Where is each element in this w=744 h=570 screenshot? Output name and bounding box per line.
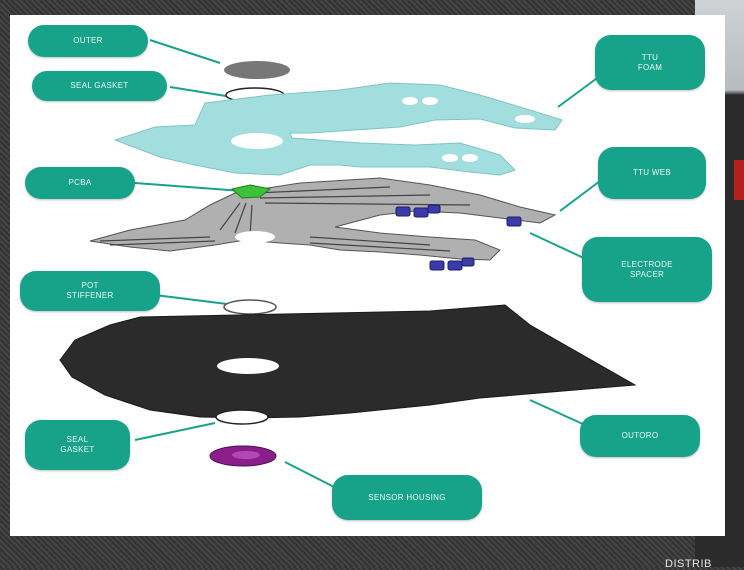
- pcba-board: [230, 184, 272, 199]
- leader-outoro: [529, 399, 586, 426]
- electrode-spacers: [395, 204, 522, 271]
- seal-gasket-bottom: [215, 409, 269, 425]
- leader-pot-stiffener: [154, 294, 236, 306]
- callout-outer: OUTER: [28, 25, 148, 57]
- base-hole: [217, 358, 279, 374]
- base-sheet: [59, 304, 637, 419]
- footer-label: DISTRIB: [665, 558, 712, 570]
- outer-cap: [224, 61, 290, 79]
- leader-pcba: [134, 182, 243, 192]
- callout-seal-gasket-top: SEAL GASKET: [32, 71, 167, 101]
- foam-slot: [422, 97, 438, 105]
- leader-sensor-housing: [284, 461, 341, 491]
- ttu-foam-layer: [113, 82, 563, 176]
- slide: OUTER SEAL GASKET PCBA POT STIFFENER SEA…: [10, 15, 725, 536]
- leader-seal-gasket-bottom: [134, 422, 216, 441]
- callout-outoro: OUTORO: [580, 415, 700, 457]
- callout-electrode-spacer: ELECTRODE SPACER: [582, 237, 712, 302]
- web-hole: [235, 231, 275, 243]
- foam-slot: [515, 115, 535, 123]
- sensor-housing-highlight: [232, 451, 260, 459]
- callout-seal-gasket-bottom: SEAL GASKET: [25, 420, 130, 470]
- callout-pcba: PCBA: [25, 167, 135, 199]
- ttu-web-layer: [89, 177, 557, 261]
- exploded-assembly-diagram: [59, 39, 637, 491]
- leader-outer: [149, 39, 221, 64]
- foam-slot: [462, 154, 478, 162]
- foam-slot: [402, 97, 418, 105]
- background-accent: [734, 160, 744, 200]
- pot-stiffener-ring: [223, 299, 277, 315]
- leader-electrode-spacer: [529, 232, 589, 261]
- callout-ttu-foam: TTU FOAM: [595, 35, 705, 90]
- callout-pot-stiffener: POT STIFFENER: [20, 271, 160, 311]
- callout-ttu-web: TTU WEB: [598, 147, 706, 199]
- web-traces: [99, 186, 471, 252]
- leader-seal-gasket-top: [169, 86, 233, 98]
- foam-slot: [442, 154, 458, 162]
- callout-sensor-housing: SENSOR HOUSING: [332, 475, 482, 520]
- foam-hole: [231, 133, 283, 149]
